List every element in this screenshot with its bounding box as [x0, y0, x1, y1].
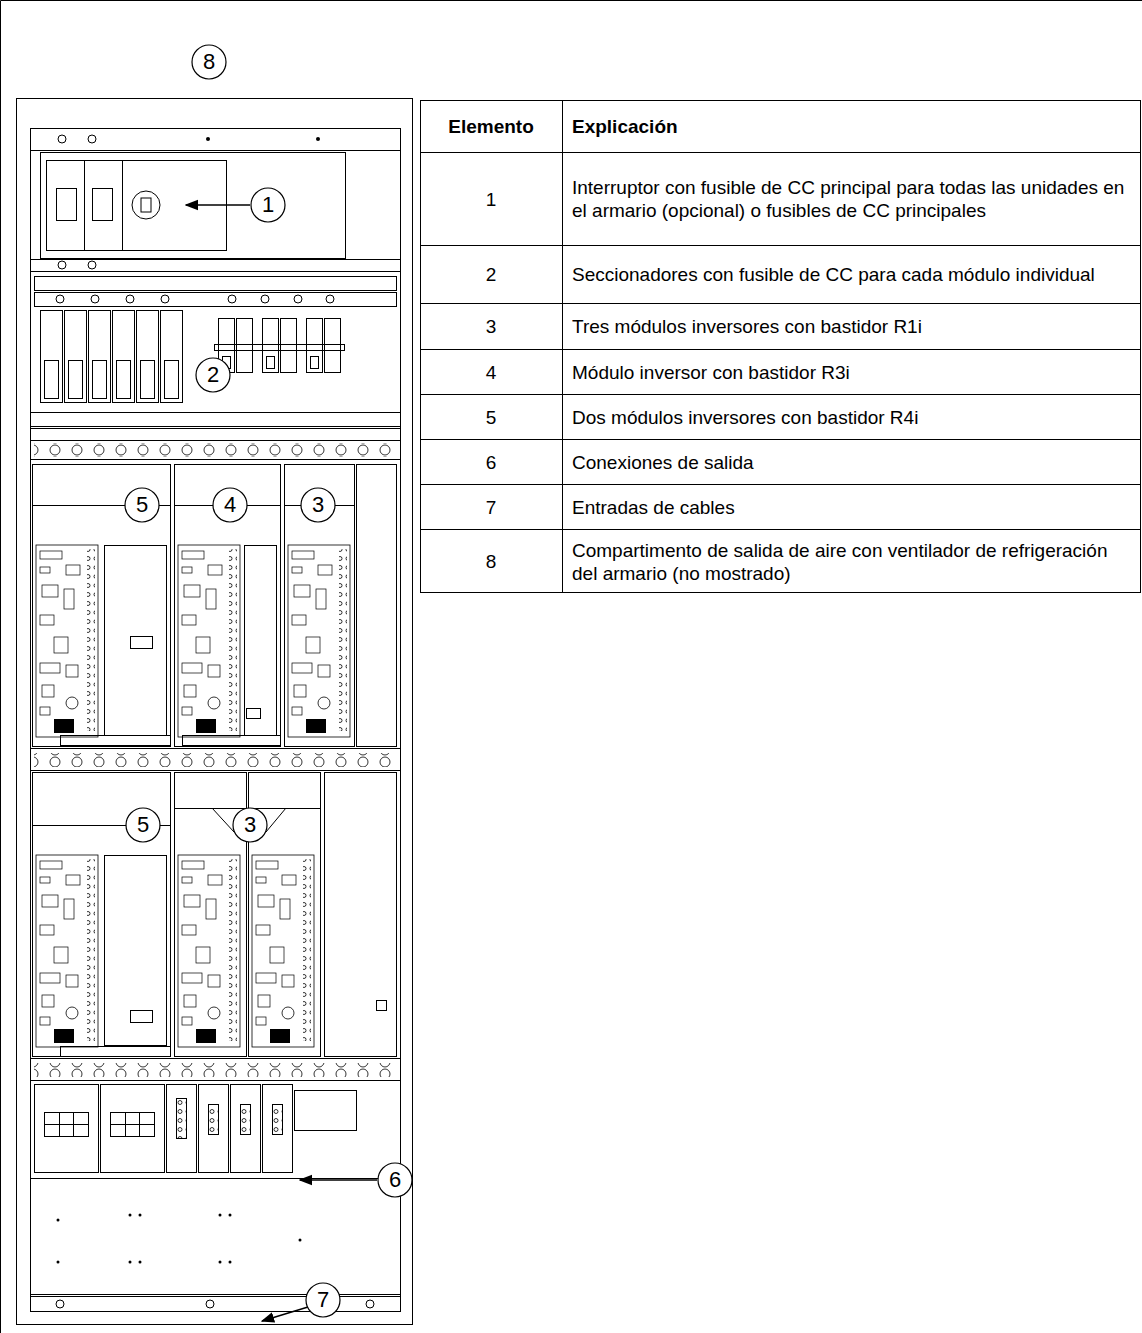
- callout-number: 7: [307, 1287, 339, 1313]
- callout-number: 5: [127, 812, 159, 838]
- callout-number: 3: [234, 812, 266, 838]
- table-cell: 7: [424, 486, 558, 528]
- table-cell: Interruptor con fusible de CC principal …: [572, 154, 1131, 244]
- callout-number: 4: [214, 492, 246, 518]
- table-cell: Entradas de cables: [572, 486, 1131, 528]
- table-cell: 5: [424, 396, 558, 438]
- table-header: Elemento: [424, 102, 558, 151]
- table-header: Explicación: [572, 102, 1131, 151]
- table-cell: Seccionadores con fusible de CC para cad…: [572, 247, 1131, 302]
- table-cell: Tres módulos inversores con bastidor R1i: [572, 305, 1131, 348]
- table-cell: Dos módulos inversores con bastidor R4i: [572, 396, 1131, 438]
- table-cell: 4: [424, 351, 558, 393]
- table-cell: 6: [424, 441, 558, 483]
- callout-number: 3: [302, 492, 334, 518]
- callout-number: 1: [252, 192, 284, 218]
- table-cell: 2: [424, 247, 558, 302]
- table-cell: 1: [424, 154, 558, 244]
- table-cell: Compartimento de salida de aire con vent…: [572, 531, 1131, 592]
- table-cell: 3: [424, 305, 558, 348]
- callout-number: 5: [126, 492, 158, 518]
- table-cell: Módulo inversor con bastidor R3i: [572, 351, 1131, 393]
- callout-number: 2: [197, 362, 229, 388]
- callout-number: 6: [379, 1167, 411, 1193]
- callout-number: 8: [193, 49, 225, 75]
- table-cell: Conexiones de salida: [572, 441, 1131, 483]
- table-cell: 8: [424, 531, 558, 592]
